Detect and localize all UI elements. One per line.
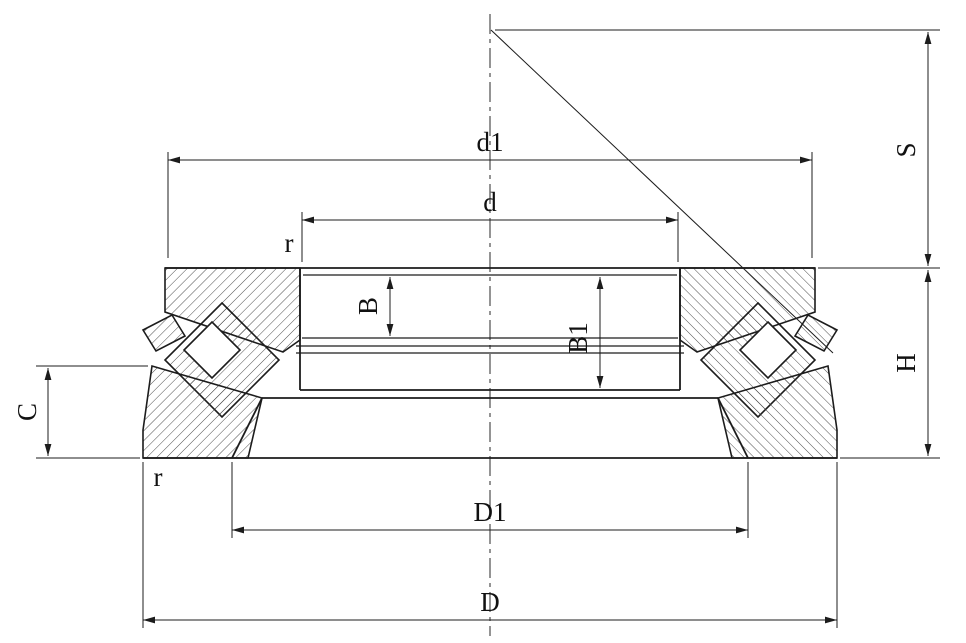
dim-label-h: H bbox=[891, 353, 921, 373]
dim-label-cap-d: D bbox=[480, 587, 500, 617]
dim-h: H bbox=[840, 270, 940, 459]
dim-b: B bbox=[353, 277, 394, 336]
dim-s: S bbox=[495, 29, 940, 269]
dim-cap-d: D bbox=[142, 462, 838, 628]
dim-label-d: d bbox=[483, 187, 497, 217]
dim-c: C bbox=[12, 365, 148, 459]
dim-label-cap-d1: D1 bbox=[474, 497, 507, 527]
roller-left-inner-face bbox=[182, 320, 242, 380]
dim-cap-d1: D1 bbox=[231, 462, 749, 538]
bore-internal-edges bbox=[262, 268, 718, 399]
dim-b1: B1 bbox=[563, 277, 604, 388]
cage-right-section bbox=[793, 313, 839, 353]
dim-d1: d1 bbox=[167, 127, 813, 258]
dim-label-b: B bbox=[353, 297, 383, 315]
dim-label-b1: B1 bbox=[563, 322, 593, 354]
housing-bore-slant-right bbox=[717, 397, 749, 459]
dim-label-c: C bbox=[12, 403, 42, 421]
cage-left-section bbox=[141, 313, 187, 353]
dim-label-s: S bbox=[891, 142, 921, 157]
dim-label-r-top: r bbox=[285, 228, 294, 258]
roller-right-inner-face bbox=[738, 320, 798, 380]
housing-bore-slant-left bbox=[231, 397, 263, 459]
dim-label-d1: d1 bbox=[477, 127, 504, 157]
dim-label-r-bottom: r bbox=[154, 462, 163, 492]
dim-d: d bbox=[301, 187, 679, 262]
